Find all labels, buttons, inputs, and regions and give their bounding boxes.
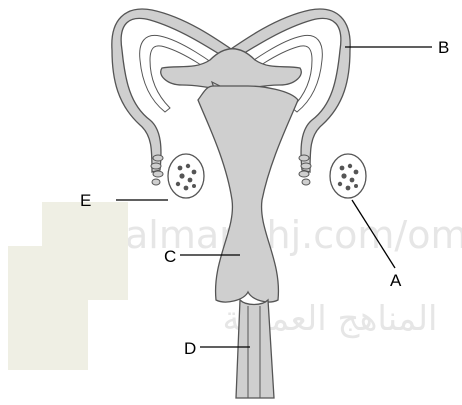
right-ovary	[330, 154, 366, 198]
left-ovary	[168, 154, 204, 198]
label-b: B	[438, 38, 449, 57]
label-a: A	[390, 271, 402, 290]
watermark: almanahj.com/om المناهج العمانية	[125, 213, 462, 339]
cover-patch-lower	[8, 246, 88, 370]
label-c: C	[164, 247, 176, 266]
vagina	[236, 300, 274, 398]
cover-patch	[8, 202, 128, 370]
label-d: D	[184, 339, 196, 358]
label-e: E	[80, 191, 91, 210]
